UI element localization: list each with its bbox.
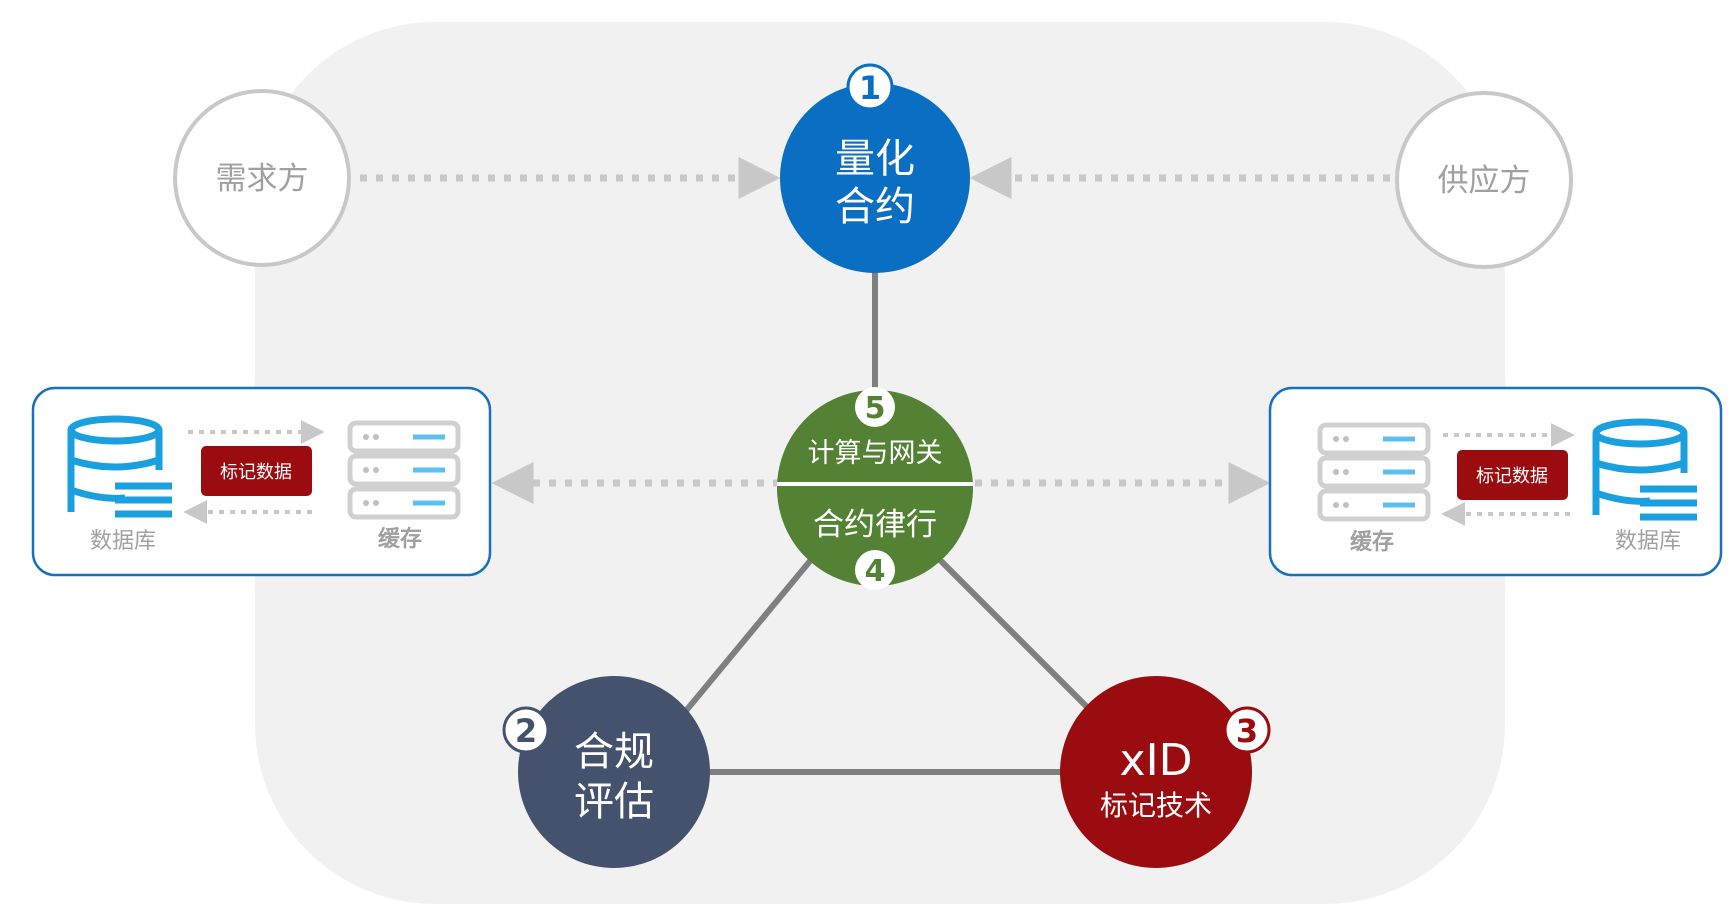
quantified-contract-node: 量化 合约 [780,83,970,273]
svg-text:标记数据: 标记数据 [220,462,292,483]
compliance-line1: 合规 [574,729,654,775]
demand-label: 需求方 [216,161,309,197]
gateway-bottom-label: 合约律行 [813,507,937,543]
svg-text:5: 5 [865,391,886,426]
svg-text:2: 2 [515,712,537,750]
svg-text:1: 1 [859,69,881,107]
server-icon [347,420,461,520]
right-cache-label: 缓存 [1350,529,1394,555]
badge-2: 2 [502,706,550,754]
badge-4: 4 [855,550,895,590]
contract-line2: 合约 [835,184,915,230]
right-storage-panel: 缓存 数据库 标记数据 [1268,386,1723,577]
xid-tagging-node: xID 标记技术 [1060,676,1252,868]
left-database-label: 数据库 [90,529,156,554]
badge-3: 3 [1223,706,1271,754]
compliance-assessment-node: 合规 评估 [518,676,710,868]
supply-node: 供应方 [1395,91,1573,269]
supply-label: 供应方 [1438,163,1531,199]
xid-line1: xID [1120,735,1193,786]
demand-node: 需求方 [173,89,351,267]
svg-text:4: 4 [865,554,886,589]
gateway-compliance-link [677,553,818,720]
right-database-label: 数据库 [1615,529,1681,554]
left-cache-label: 缓存 [378,526,422,552]
xid-line2: 标记技术 [1100,789,1212,822]
gateway-xid-link [932,552,1101,721]
database-icon [1592,418,1697,521]
server-icon [1317,422,1431,522]
right-tagged-data-label: 标记数据 [1457,450,1568,500]
left-storage-panel: 数据库 缓存 标记数据 [31,386,492,577]
gateway-node: 计算与网关 合约律行 [777,390,973,586]
badge-1: 1 [846,63,894,111]
gateway-top-label: 计算与网关 [808,438,943,469]
svg-text:标记数据: 标记数据 [1476,466,1548,487]
compliance-line2: 评估 [574,779,654,825]
contract-line1: 量化 [835,136,915,182]
svg-text:3: 3 [1236,712,1258,750]
left-tagged-data-label: 标记数据 [201,446,312,496]
database-icon [67,415,172,518]
badge-5: 5 [855,387,895,427]
